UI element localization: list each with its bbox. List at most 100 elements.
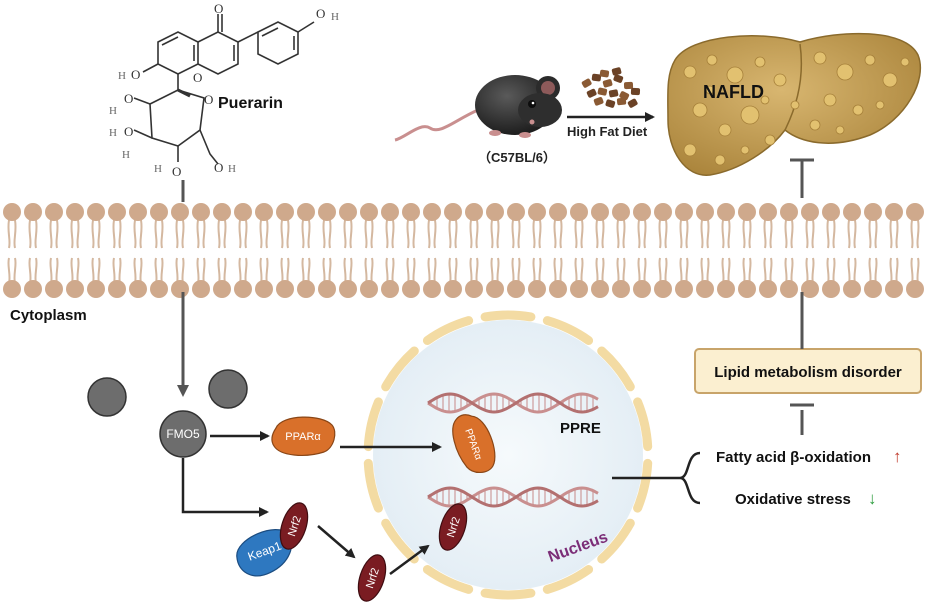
lipid-head: [339, 203, 357, 221]
lipid-tail: [223, 219, 227, 249]
lipid-head: [675, 280, 693, 298]
lipid-tail: [13, 257, 17, 285]
food-pellet: [608, 89, 619, 98]
lipid-tail: [433, 257, 437, 285]
fat-droplet: [875, 100, 885, 110]
envelope-segment: [363, 397, 383, 452]
lipid-tail: [574, 219, 578, 249]
lipid-tail: [832, 219, 836, 249]
lipid-tail: [706, 257, 710, 285]
fat-droplet: [882, 72, 898, 88]
lipid-tail: [76, 257, 80, 285]
lipid-tail: [154, 257, 158, 285]
lipid-tail: [307, 257, 311, 285]
lipid-tail: [175, 219, 179, 249]
food-pellet: [591, 73, 602, 82]
lipid-head: [696, 203, 714, 221]
atom-h: H: [109, 127, 117, 139]
lipid-tail: [805, 219, 809, 249]
lipid-head: [297, 280, 315, 298]
lipid-tail: [301, 257, 305, 285]
lipid-head: [66, 280, 84, 298]
lipid-tail: [679, 219, 683, 249]
fat-droplet: [900, 57, 910, 67]
liver-label: NAFLD: [703, 82, 764, 102]
lipid-tail: [496, 219, 500, 249]
lipid-tail: [112, 219, 116, 249]
puerarin-atoms: O O H O H O O H O H O H O H O H: [109, 1, 339, 179]
lipid-tail: [700, 257, 704, 285]
lipid-tail: [574, 257, 578, 285]
lipid-head: [171, 203, 189, 221]
ppara-protein-nucleus: PPARα: [452, 414, 496, 474]
lipid-tail: [763, 219, 767, 249]
lipid-tail: [286, 219, 290, 249]
lipid-tail: [637, 257, 641, 285]
lipid-tail: [133, 219, 137, 249]
diet-label: High Fat Diet: [567, 124, 648, 139]
lipid-head: [864, 203, 882, 221]
ppara-label-cytoplasm: PPARα: [285, 431, 321, 443]
fat-droplet: [864, 54, 876, 66]
lipid-tail: [496, 257, 500, 285]
lipid-head: [633, 203, 651, 221]
food-pellet: [581, 78, 592, 88]
lipid-head: [801, 280, 819, 298]
lipid-tail: [895, 219, 899, 249]
atom-h: H: [118, 70, 126, 82]
lipid-tail: [70, 219, 74, 249]
lipid-tail: [97, 219, 101, 249]
lipid-tail: [490, 219, 494, 249]
dna-strand: [427, 392, 599, 414]
lipid-tail: [328, 257, 332, 285]
lipid-tail: [280, 257, 284, 285]
atom-o: O: [172, 164, 181, 179]
lipid-head: [276, 280, 294, 298]
atom-o: O: [124, 91, 133, 106]
lipid-tail: [427, 219, 431, 249]
lipid-head: [570, 203, 588, 221]
lipid-tail: [223, 257, 227, 285]
lipid-tail: [265, 219, 269, 249]
lipid-head: [843, 280, 861, 298]
lipid-head: [381, 280, 399, 298]
lipid-tail: [13, 219, 17, 249]
lipid-tail: [616, 257, 620, 285]
lipid-head: [402, 203, 420, 221]
lipid-tail: [916, 219, 920, 249]
lipid-tail: [70, 257, 74, 285]
lipid-head: [444, 203, 462, 221]
lipid-head: [234, 280, 252, 298]
lipid-disorder-label: Lipid metabolism disorder: [714, 364, 902, 381]
lipid-head: [381, 203, 399, 221]
fat-droplet: [813, 51, 827, 65]
lipid-tail: [721, 219, 725, 249]
lipid-tail: [370, 219, 374, 249]
arrow-nrf2-to-nucleus: [389, 544, 430, 576]
lipid-tail: [874, 219, 878, 249]
lipid-tail: [349, 219, 353, 249]
fat-droplet: [852, 104, 864, 116]
lipid-tail: [727, 257, 731, 285]
lipid-head: [654, 280, 672, 298]
lipid-tail: [55, 257, 59, 285]
lipid-head: [549, 280, 567, 298]
lipid-tail: [286, 257, 290, 285]
envelope-segment: [480, 310, 536, 322]
food-pellet: [619, 91, 630, 101]
lipid-head: [906, 203, 924, 221]
atom-o: O: [124, 124, 133, 139]
lipid-tail: [118, 219, 122, 249]
lipid-tail: [853, 219, 857, 249]
lipid-tail: [76, 219, 80, 249]
lipid-head: [276, 203, 294, 221]
lipid-tail: [889, 219, 893, 249]
fmo5-protein: [159, 410, 207, 458]
oxidative-stress-label: Oxidative stress: [735, 491, 851, 508]
mouse-tail: [394, 108, 479, 142]
lipid-tail: [559, 257, 563, 285]
gray-molecule: [87, 377, 127, 417]
lipid-tail: [307, 219, 311, 249]
lipid-tail: [769, 219, 773, 249]
lipid-head: [465, 203, 483, 221]
